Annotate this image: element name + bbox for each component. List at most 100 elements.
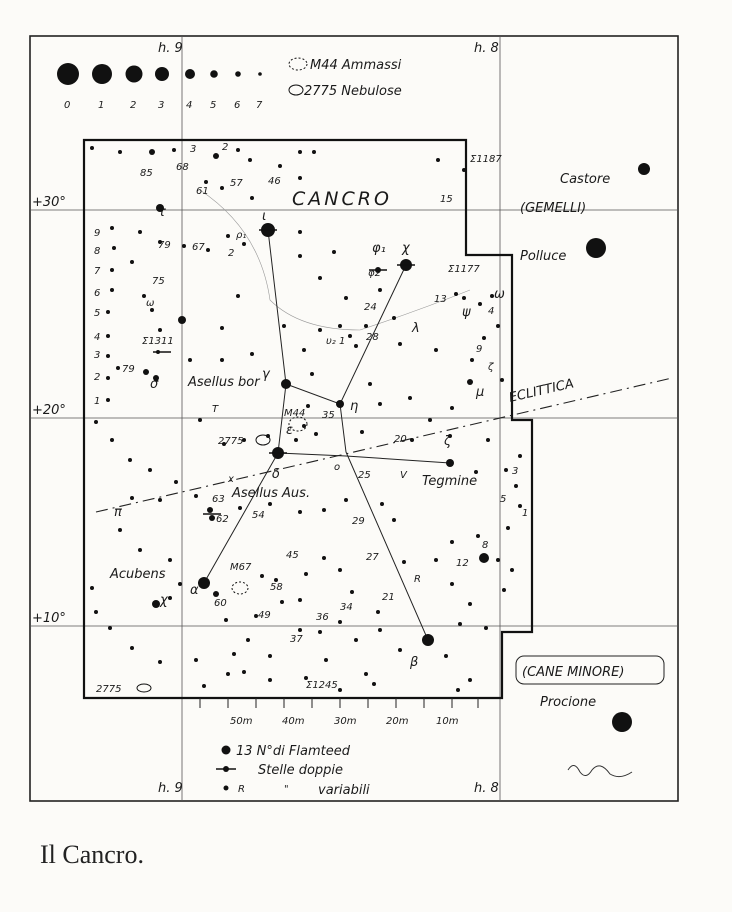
star: [116, 366, 120, 370]
star: [500, 378, 504, 382]
star: [338, 324, 342, 328]
flam-75: 75: [152, 276, 165, 287]
star: [226, 672, 230, 676]
star: [518, 454, 522, 458]
star: [148, 468, 152, 472]
star: [222, 442, 226, 446]
flam-6: 6: [94, 288, 100, 299]
flam-58: 58: [270, 582, 283, 593]
figure-line-east: [277, 452, 451, 464]
mag-label-7: 7: [256, 100, 263, 111]
star: [392, 518, 396, 522]
star: [213, 153, 219, 159]
star: [149, 149, 155, 155]
s1187-label: Σ1187: [470, 154, 502, 165]
star: [302, 424, 306, 428]
star: [158, 240, 162, 244]
greek-mu: μ: [475, 385, 484, 400]
star: [450, 540, 454, 544]
mag-dot-0: [57, 63, 79, 85]
star: [454, 292, 458, 296]
star: [220, 326, 224, 330]
ra-label-top-right: h. 8: [474, 41, 499, 56]
star: [470, 358, 474, 362]
star: [638, 163, 650, 175]
ra-scale: 50m 40m 30m 20m 10m: [199, 698, 479, 727]
star: [182, 244, 186, 248]
flam-omega-small: ω: [146, 298, 154, 309]
flam-24: 24: [364, 302, 377, 313]
star: [260, 574, 264, 578]
star: [242, 438, 246, 442]
star: [376, 610, 380, 614]
pollux-label: Polluce: [520, 249, 566, 264]
flam-27: 27: [366, 552, 379, 563]
flam-8: 8: [94, 246, 100, 257]
star: [450, 582, 454, 586]
star: [198, 577, 210, 589]
star: [310, 372, 314, 376]
flam-63: 63: [212, 494, 225, 505]
star: [322, 556, 326, 560]
star: [314, 432, 318, 436]
star: [118, 150, 122, 154]
star: [172, 148, 176, 152]
star: [514, 484, 518, 488]
greek-alpha: α: [190, 583, 199, 598]
flam-15: 15: [440, 194, 453, 205]
flam-62: 62: [216, 514, 229, 525]
greek-phi2: φ2: [368, 268, 381, 279]
greek-gamma: γ: [262, 367, 271, 382]
flam-3: 3: [190, 144, 196, 155]
star: [158, 328, 162, 332]
s1311-label: Σ1311: [142, 336, 174, 347]
star: [207, 507, 213, 513]
star: [242, 670, 246, 674]
star: [467, 379, 473, 385]
flam-46: 46: [268, 176, 281, 187]
flam-zeta-small: ζ: [487, 362, 494, 373]
greek-beta: β: [409, 655, 418, 670]
star: [194, 494, 198, 498]
star: [408, 396, 412, 400]
flam-54: 54: [252, 510, 265, 521]
mag-label-0: 0: [64, 100, 70, 111]
flam-4: 4: [94, 332, 100, 343]
mag-label-6: 6: [234, 100, 240, 111]
star: [504, 468, 508, 472]
star: [106, 334, 110, 338]
double-legend: Stelle doppie: [258, 763, 343, 778]
variable-legend: variabili: [318, 783, 370, 798]
star: [458, 622, 462, 626]
greek-kappa: χ: [159, 593, 169, 608]
greek-phi1: φ₁: [372, 241, 386, 256]
star: [338, 620, 342, 624]
star: [468, 602, 472, 606]
star: [298, 176, 302, 180]
ecliptic-line: [95, 377, 673, 513]
greek-iota: ι: [262, 209, 266, 224]
star: [236, 294, 240, 298]
star: [298, 230, 302, 234]
flamsteed-legend: 13 N°di Flamteed: [236, 744, 351, 759]
flam-49: 49: [258, 610, 271, 621]
nebula-2775-symbol: [255, 434, 271, 446]
star: [298, 598, 302, 602]
flam-20: 20: [394, 434, 407, 445]
flam-7: 7: [94, 266, 101, 277]
greek-sigma: σ: [150, 377, 159, 392]
n2775-box-symbol: [136, 683, 152, 693]
star: [450, 406, 454, 410]
star: [294, 438, 298, 442]
star: [398, 648, 402, 652]
star: [110, 288, 114, 292]
dec-label-10: +10°: [32, 611, 66, 626]
star: [128, 458, 132, 462]
star: [282, 324, 286, 328]
star: [158, 660, 162, 664]
variable-marker: R: [238, 784, 245, 795]
mag-dot-1: [92, 64, 112, 84]
ecliptic-label: ECLITTICA: [508, 376, 576, 405]
star: [332, 250, 336, 254]
double-symbol: [223, 766, 229, 772]
